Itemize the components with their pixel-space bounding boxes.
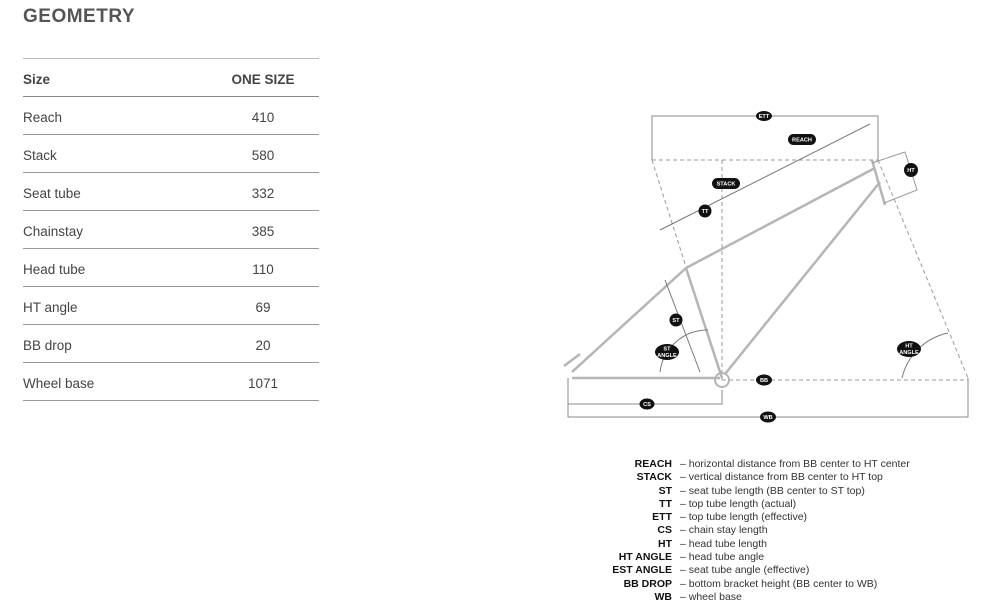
row-value: 110 xyxy=(252,262,274,277)
table-row: Seat tube 332 xyxy=(23,173,319,211)
table-row: Head tube 110 xyxy=(23,249,319,287)
legend-key: HT ANGLE xyxy=(618,551,672,564)
legend-item: ST – seat tube length (BB center to ST t… xyxy=(596,485,910,498)
legend-key: STACK xyxy=(636,471,672,484)
legend-desc: – bottom bracket height (BB center to WB… xyxy=(680,577,878,590)
st-angle-label-line2: ANGLE xyxy=(657,353,677,359)
stack-badge: STACK xyxy=(712,178,740,189)
legend-item: STACK – vertical distance from BB center… xyxy=(596,471,910,484)
legend-desc: – top tube length (actual) xyxy=(680,497,797,510)
row-value: 1071 xyxy=(247,376,279,391)
row-label: Stack xyxy=(23,148,57,163)
legend-desc: – head tube length xyxy=(680,537,767,550)
row-label: BB drop xyxy=(23,338,72,353)
cs-label: CS xyxy=(643,402,651,408)
wb-label: WB xyxy=(763,415,772,421)
row-label: Head tube xyxy=(23,262,86,277)
legend-item: EST ANGLE – seat tube angle (effective) xyxy=(596,564,910,577)
header-size-value: ONE SIZE xyxy=(231,72,295,87)
row-label: Wheel base xyxy=(23,376,95,391)
legend-item: WB – wheel base xyxy=(596,591,910,604)
row-value: 385 xyxy=(251,224,275,239)
legend-key: HT xyxy=(658,537,672,550)
legend-key: REACH xyxy=(634,458,672,470)
legend-key: ST xyxy=(658,484,672,497)
legend-item: BB DROP – bottom bracket height (BB cent… xyxy=(596,578,910,591)
legend-key: EST ANGLE xyxy=(612,564,672,577)
legend-desc: – seat tube angle (effective) xyxy=(680,564,810,577)
ht-angle-label-line2: ANGLE xyxy=(899,350,919,356)
reach-badge: REACH xyxy=(788,134,816,145)
row-label: HT angle xyxy=(23,300,78,315)
legend-desc: – horizontal distance from BB center to … xyxy=(680,458,910,470)
st-angle-label-line1: ST xyxy=(663,347,671,353)
legend-key: WB xyxy=(654,590,673,603)
row-label: Reach xyxy=(23,110,63,125)
legend-desc: – wheel base xyxy=(680,590,742,603)
legend-desc: – head tube angle xyxy=(680,551,765,564)
legend-key: ETT xyxy=(652,511,672,524)
row-value: 69 xyxy=(255,300,271,315)
table-row: BB drop 20 xyxy=(23,325,319,363)
header-size-label: Size xyxy=(23,72,51,87)
legend-desc: – chain stay length xyxy=(680,524,768,537)
row-label: Seat tube xyxy=(23,186,81,201)
legend-item: TT – top tube length (actual) xyxy=(596,498,910,511)
page-title: GEOMETRY xyxy=(23,6,136,27)
legend-item: REACH – horizontal distance from BB cent… xyxy=(596,458,910,471)
bb-label: BB xyxy=(760,378,768,384)
table-header-row: Size ONE SIZE xyxy=(23,59,319,97)
legend-desc: – vertical distance from BB center to HT… xyxy=(680,471,883,484)
cs-badge: CS xyxy=(639,398,655,410)
table-row: Reach 410 xyxy=(23,97,319,135)
legend-item: CS – chain stay length xyxy=(596,524,910,537)
legend-key: TT xyxy=(659,497,672,510)
bb-badge: BB xyxy=(756,374,772,386)
table-row: Chainstay 385 xyxy=(23,211,319,249)
ht-angle-badge: HT ANGLE xyxy=(897,341,921,357)
row-value: 410 xyxy=(251,110,275,125)
ett-badge: ETT xyxy=(756,111,772,121)
st-badge: ST xyxy=(669,313,683,327)
ett-label: ETT xyxy=(759,114,770,120)
geometry-table: Size ONE SIZE Reach 410 Stack 580 Seat t… xyxy=(23,58,319,401)
st-angle-badge: ST ANGLE xyxy=(655,344,679,360)
stack-label: STACK xyxy=(717,182,736,188)
st-label: ST xyxy=(672,318,680,324)
wb-badge: WB xyxy=(760,411,776,423)
legend-desc: – top tube length (effective) xyxy=(680,511,808,524)
frame-geometry-diagram: ETT REACH STACK TT HT ST ST ANGLE xyxy=(563,111,969,423)
row-value: 332 xyxy=(251,186,275,201)
ht-angle-label-line1: HT xyxy=(905,344,913,350)
ht-label: HT xyxy=(907,168,915,174)
ht-badge: HT xyxy=(904,163,918,177)
table-row: Wheel base 1071 xyxy=(23,363,319,401)
legend-desc: – seat tube length (BB center to ST top) xyxy=(680,484,865,497)
reach-label: REACH xyxy=(792,138,812,144)
tt-label: TT xyxy=(702,209,709,215)
table-row: Stack 580 xyxy=(23,135,319,173)
row-value: 580 xyxy=(251,148,275,163)
row-value: 20 xyxy=(255,338,271,353)
tt-badge: TT xyxy=(698,204,712,218)
legend-key: CS xyxy=(657,524,672,537)
legend-key: BB DROP xyxy=(623,577,672,590)
legend-item: HT – head tube length xyxy=(596,538,910,551)
legend-item: ETT – top tube length (effective) xyxy=(596,511,910,524)
legend: REACH – horizontal distance from BB cent… xyxy=(596,458,910,604)
table-row: HT angle 69 xyxy=(23,287,319,325)
legend-item: HT ANGLE – head tube angle xyxy=(596,551,910,564)
row-label: Chainstay xyxy=(23,224,84,239)
